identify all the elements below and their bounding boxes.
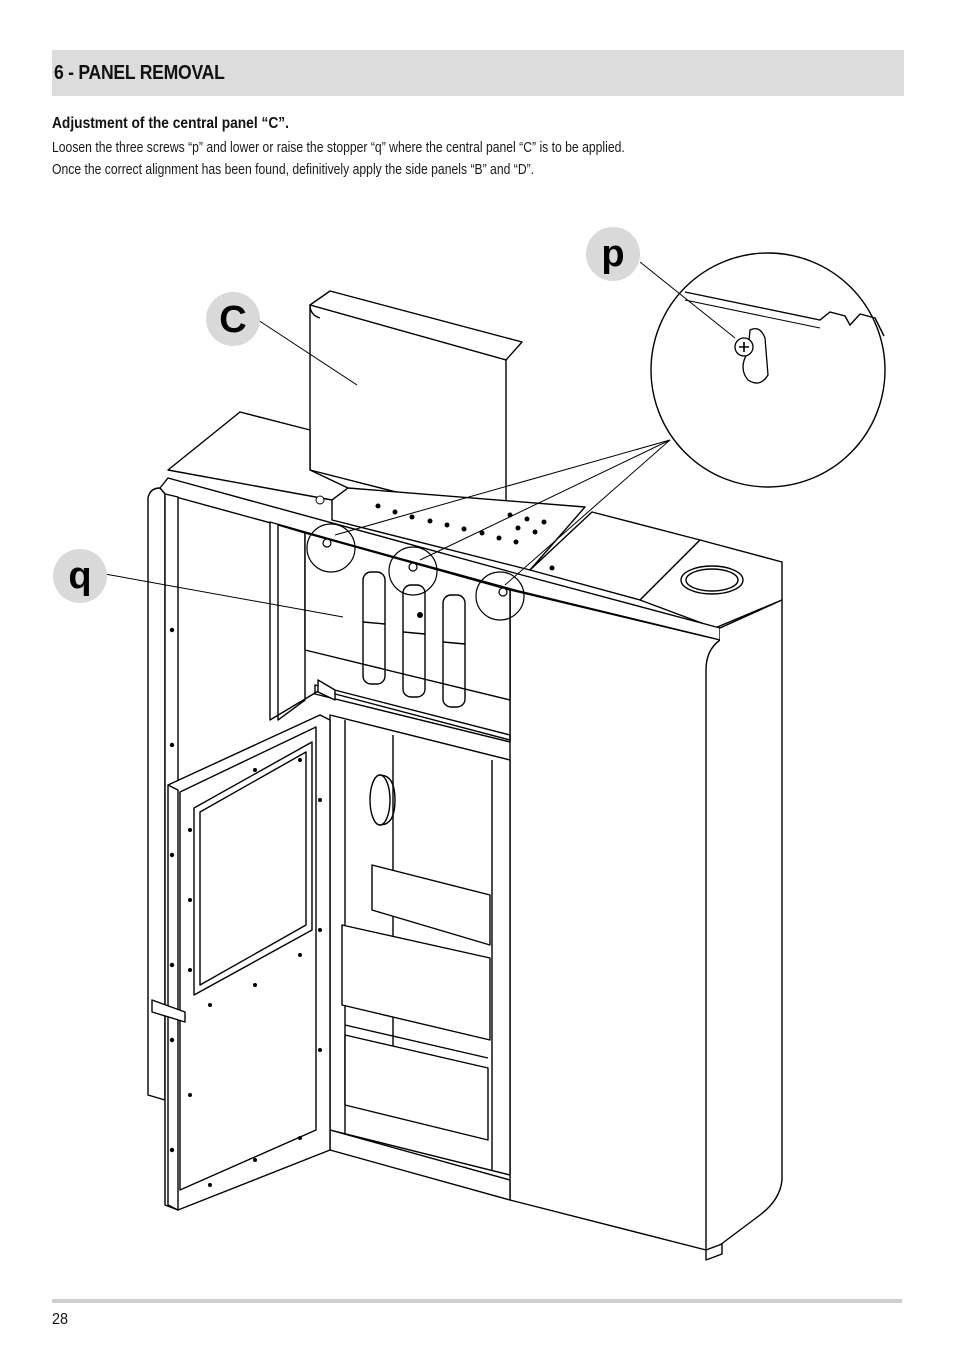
section-title: 6 - PANEL REMOVAL bbox=[54, 61, 225, 84]
callout-p: p bbox=[586, 227, 640, 281]
page-number: 28 bbox=[52, 1311, 69, 1328]
open-door bbox=[167, 714, 331, 1211]
subheading: Adjustment of the central panel “C”. bbox=[52, 115, 290, 132]
callout-c-label: C bbox=[219, 299, 246, 341]
leader-lines bbox=[104, 261, 736, 618]
footer-rule bbox=[52, 1299, 902, 1303]
screw-highlights bbox=[306, 523, 525, 621]
callout-q-label: q bbox=[68, 555, 91, 597]
callout-q: q bbox=[53, 549, 107, 603]
callout-c: C bbox=[206, 292, 260, 346]
paragraph-line-1: Loosen the three screws “p” and lower or… bbox=[52, 140, 625, 156]
rivets bbox=[169, 612, 423, 1187]
zoom-detail-p bbox=[650, 252, 886, 488]
callout-p-label: p bbox=[601, 233, 624, 275]
screws bbox=[322, 538, 508, 597]
section-header-bar: 6 - PANEL REMOVAL bbox=[52, 50, 904, 96]
paragraph-line-2: Once the correct alignment has been foun… bbox=[52, 162, 535, 178]
